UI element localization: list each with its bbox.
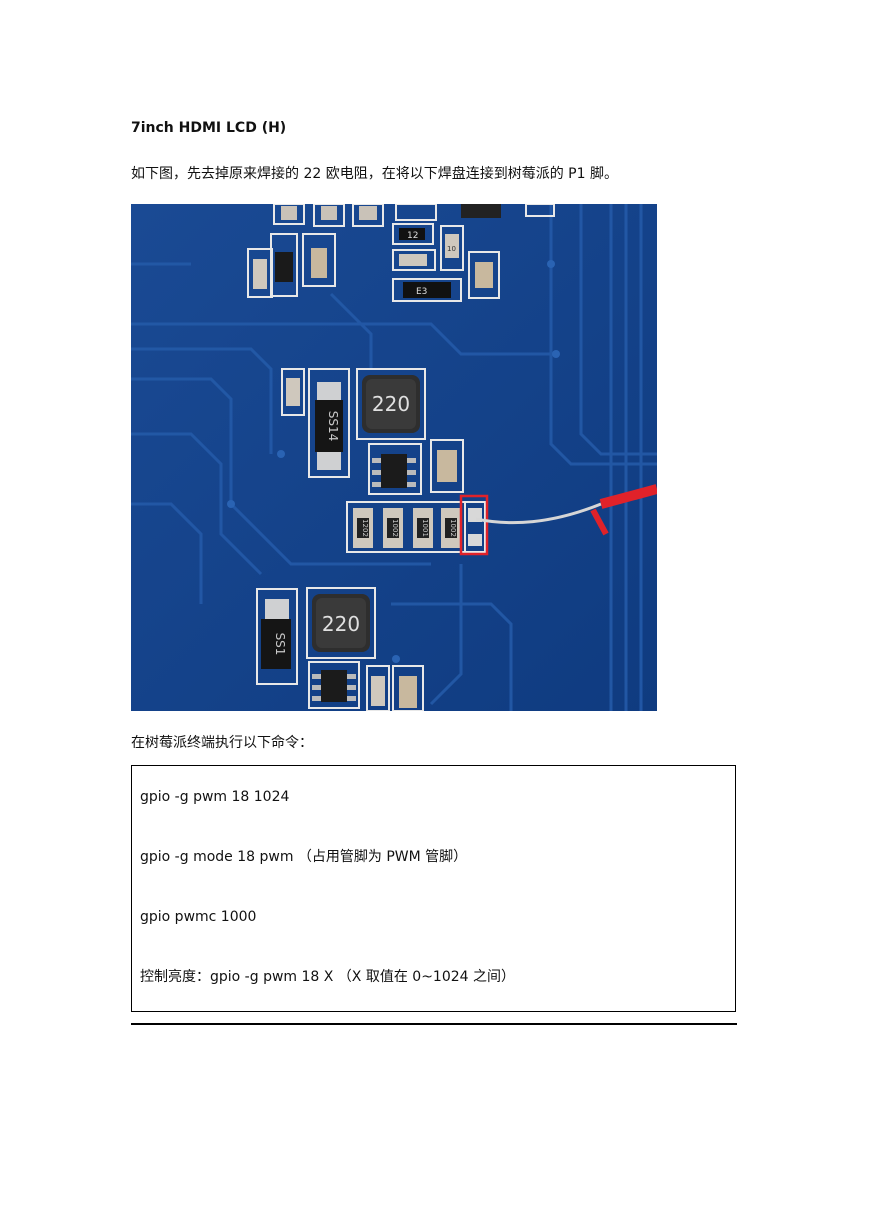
highlight-box [459,494,489,556]
resistor-label-4: 1002 [449,519,457,537]
diode-label-1: SS14 [326,411,340,442]
pcb-photo: 12 10 E3 SS14 220 [131,204,657,711]
section-divider [131,1023,737,1025]
inductor-label-1: 220 [372,392,410,416]
intro-paragraph: 如下图，先去掉原来焊接的 22 欧电阻，在将以下焊盘连接到树莓派的 P1 脚。 [131,166,618,182]
diode-label-2: SS1 [273,633,287,656]
top-chip-label-2: E3 [416,287,427,297]
command-line-3: gpio pwmc 1000 [140,909,257,925]
page-heading: 7inch HDMI LCD (H) [131,120,287,136]
command-intro: 在树莓派终端执行以下命令： [131,735,313,751]
command-line-4: 控制亮度：gpio -g pwm 18 X （X 取值在 0~1024 之间） [140,969,516,985]
command-line-1: gpio -g pwm 18 1024 [140,789,290,805]
inductor-label-2: 220 [322,612,360,636]
command-box: gpio -g pwm 18 1024 gpio -g mode 18 pwm … [131,765,736,1012]
resistor-label-1: 1202 [361,519,369,537]
resistor-label-3: 1001 [421,519,429,537]
top-chip-label-3: 10 [447,245,456,253]
resistor-label-2: 1002 [391,519,399,537]
command-line-2: gpio -g mode 18 pwm （占用管脚为 PWM 管脚） [140,849,468,865]
top-chip-label-1: 12 [407,231,418,241]
